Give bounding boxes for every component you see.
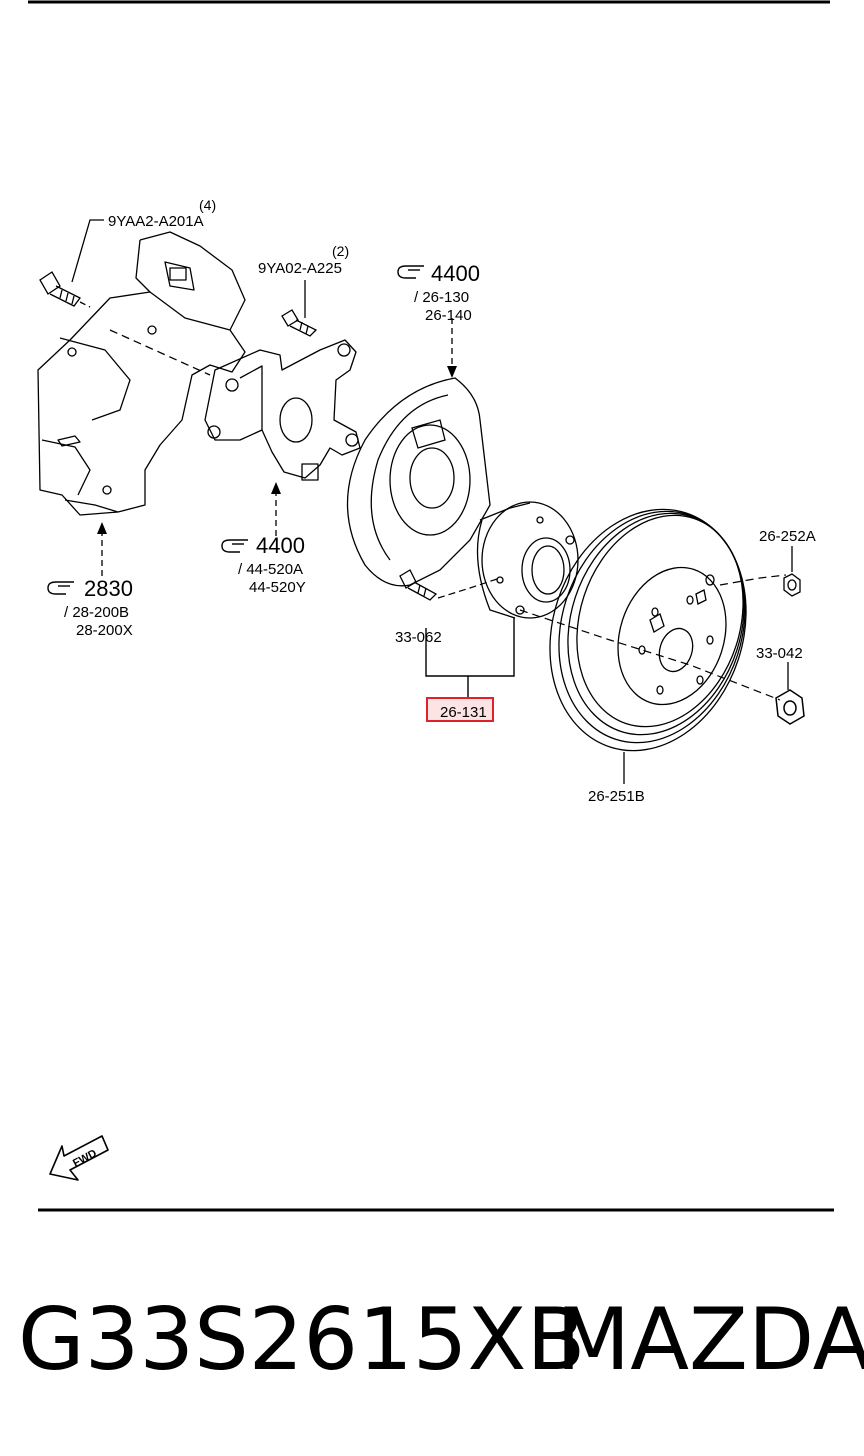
pointing-hand-icon	[397, 265, 424, 279]
label-ref-4400-b-sub1: / 44-520A	[238, 561, 303, 578]
pointing-hand-icon	[221, 539, 248, 553]
fwd-arrow-icon: FWD	[49, 1135, 109, 1181]
label-nut-large: 33-042	[756, 645, 803, 662]
label-ref-4400-a: 4400	[431, 261, 480, 286]
caliper-bracket-drawing	[204, 339, 361, 481]
label-bolt-hub: 33-062	[395, 629, 442, 646]
bolt-hub-drawing	[399, 569, 438, 601]
disc-axis-line	[519, 609, 781, 701]
label-ref-4400-a-sub2: 26-140	[425, 307, 472, 324]
bolt-mid-drawing	[281, 309, 318, 337]
label-ref-2830-sub1: / 28-200B	[64, 604, 129, 621]
bolt-upper-drawing	[39, 271, 91, 308]
label-ref-2830: 2830	[84, 576, 133, 601]
hub-axis-line	[437, 577, 501, 599]
leader-bolt-upper	[71, 219, 104, 283]
arrow-knuckle	[97, 522, 107, 534]
label-ref-4400-b: 4400	[256, 533, 305, 558]
brake-disc-drawing	[549, 508, 747, 752]
label-ref-2830-sub2: 28-200X	[76, 622, 133, 639]
nut-large-drawing	[775, 689, 805, 725]
label-ref-4400-b-sub2: 44-520Y	[249, 579, 306, 596]
knuckle-drawing	[37, 231, 246, 516]
part-number: G33S2615XB	[18, 1290, 586, 1390]
dust-shield-drawing	[346, 377, 491, 587]
arrow-bracket	[271, 482, 281, 494]
label-bolt-upper: 9YAA2-A201A	[108, 213, 204, 230]
nut-small-drawing	[783, 573, 801, 597]
pointing-hand-icon	[47, 581, 74, 595]
label-bolt-mid: 9YA02-A225	[258, 260, 342, 277]
label-bolt-mid-qty: (2)	[332, 243, 349, 259]
hub-assembly-highlight	[426, 697, 494, 722]
brand-name: MAZDA	[556, 1290, 864, 1390]
hub-bearing-drawing	[476, 501, 579, 619]
label-nut-small: 26-252A	[759, 528, 816, 545]
arrow-dust-shield	[447, 366, 457, 378]
label-disc: 26-251B	[588, 788, 645, 805]
label-bolt-upper-qty: (4)	[199, 197, 216, 213]
label-hub-assembly: 26-131	[440, 704, 487, 721]
leader-hub-assembly	[425, 618, 515, 677]
label-ref-4400-a-sub1: / 26-130	[414, 289, 469, 306]
disc-axis-line-upper	[719, 574, 787, 586]
